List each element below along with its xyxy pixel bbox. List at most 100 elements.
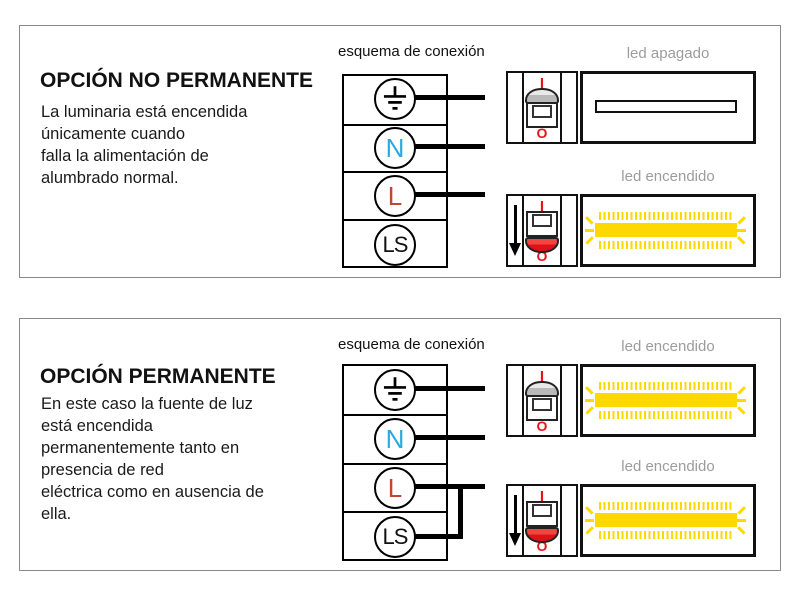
terminal-divider bbox=[344, 123, 446, 126]
led-bar-on bbox=[585, 502, 746, 539]
led-glow-rays bbox=[737, 384, 747, 418]
led-state-label: led encendido bbox=[621, 338, 715, 355]
led-glow-ticks bbox=[599, 241, 733, 249]
led-glow-rays bbox=[737, 214, 747, 248]
panel-no-permanente: OPCIÓN NO PERMANENTE La luminaria está e… bbox=[19, 25, 781, 278]
terminal-neutral: N bbox=[374, 418, 416, 460]
rocker-body bbox=[526, 102, 558, 128]
power-switch: I O bbox=[506, 364, 578, 437]
led-glow-rays bbox=[737, 504, 747, 538]
terminal-block: N L LS bbox=[342, 74, 448, 268]
switch-panel-divider bbox=[560, 73, 562, 142]
terminal-divider bbox=[344, 171, 446, 173]
terminal-divider bbox=[344, 510, 446, 513]
led-glow-ticks bbox=[599, 382, 733, 390]
switch-panel-divider bbox=[560, 366, 562, 435]
wire-earth bbox=[413, 95, 485, 100]
down-arrow-icon bbox=[509, 495, 522, 547]
panel-title: OPCIÓN NO PERMANENTE bbox=[40, 69, 314, 92]
led-luminaire bbox=[580, 484, 756, 557]
switch-panel-divider bbox=[560, 196, 562, 265]
wire-neutral bbox=[413, 435, 485, 440]
led-glow-rays bbox=[585, 384, 595, 418]
wire-neutral bbox=[413, 144, 485, 149]
wire-line bbox=[413, 484, 485, 489]
earth-ground-icon bbox=[383, 377, 407, 401]
power-switch: I O bbox=[506, 194, 578, 267]
led-glow-ticks bbox=[599, 502, 733, 510]
led-bar-on bbox=[585, 382, 746, 419]
terminal-line: L bbox=[374, 467, 416, 509]
switch-off-marking: O bbox=[536, 248, 548, 264]
panel-permanente: OPCIÓN PERMANENTE En este caso la fuente… bbox=[19, 318, 781, 571]
wire-switched-line bbox=[413, 534, 463, 539]
illustration-switch-down-led-on: led encendido I O bbox=[506, 458, 756, 557]
rocker-switch-down bbox=[525, 501, 559, 543]
schema-label: esquema de conexión bbox=[338, 43, 485, 60]
illustration-switch-up-led-on: led encendido I O bbox=[506, 338, 756, 437]
switch-on-marking: I bbox=[539, 75, 545, 92]
led-glow-rays bbox=[585, 504, 595, 538]
switch-on-marking: I bbox=[539, 488, 545, 505]
led-glow-ticks bbox=[599, 411, 733, 419]
terminal-neutral: N bbox=[374, 127, 416, 169]
power-switch: I O bbox=[506, 484, 578, 557]
switch-on-marking: I bbox=[539, 198, 545, 215]
wire-earth bbox=[413, 386, 485, 391]
terminal-earth bbox=[374, 78, 416, 120]
led-glow-ticks bbox=[599, 212, 733, 220]
rocker-body bbox=[526, 501, 558, 527]
switch-panel-divider bbox=[522, 73, 524, 142]
terminal-divider bbox=[344, 462, 446, 465]
switch-panel-divider bbox=[522, 196, 524, 265]
wire-jumper-l-ls bbox=[458, 484, 463, 539]
terminal-line-label: L bbox=[387, 181, 403, 211]
switch-off-marking: O bbox=[536, 538, 548, 554]
terminal-divider bbox=[344, 414, 446, 417]
terminal-switched-line: LS bbox=[374, 516, 416, 558]
led-state-label: led encendido bbox=[621, 458, 715, 475]
switch-on-marking: I bbox=[539, 368, 545, 385]
terminal-divider bbox=[344, 218, 446, 221]
rocker-cap bbox=[525, 237, 559, 253]
led-state-label: led encendido bbox=[621, 168, 715, 185]
led-luminaire bbox=[580, 71, 756, 144]
down-arrow-icon bbox=[509, 205, 522, 257]
terminal-switched-line: LS bbox=[374, 224, 416, 266]
power-switch: I O bbox=[506, 71, 578, 144]
led-state-label: led apagado bbox=[626, 45, 710, 62]
rocker-cap bbox=[525, 527, 559, 543]
switch-off-marking: O bbox=[536, 125, 548, 141]
led-bar-on bbox=[585, 212, 746, 249]
rocker-switch-up bbox=[525, 88, 559, 130]
terminal-line-label: L bbox=[387, 473, 403, 503]
led-luminaire bbox=[580, 194, 756, 267]
panel-description: En este caso la fuente de luz está encen… bbox=[41, 395, 264, 523]
rocker-switch-up bbox=[525, 381, 559, 423]
led-glow-rays bbox=[585, 214, 595, 248]
switch-panel-divider bbox=[522, 366, 524, 435]
rocker-body bbox=[526, 211, 558, 237]
earth-ground-icon bbox=[383, 86, 407, 110]
illustration-switch-up-led-off: led apagado I O bbox=[506, 45, 756, 144]
led-glow-ticks bbox=[599, 531, 733, 539]
terminal-neutral-label: N bbox=[385, 424, 405, 454]
led-bar-off bbox=[595, 100, 737, 113]
schema-label: esquema de conexión bbox=[338, 336, 485, 353]
switch-panel-divider bbox=[522, 486, 524, 555]
panel-title: OPCIÓN PERMANENTE bbox=[40, 365, 276, 388]
terminal-earth bbox=[374, 369, 416, 411]
terminal-line: L bbox=[374, 175, 416, 217]
terminal-neutral-label: N bbox=[385, 133, 405, 163]
terminal-ls-label: LS bbox=[382, 524, 409, 549]
rocker-switch-down bbox=[525, 211, 559, 253]
led-luminaire bbox=[580, 364, 756, 437]
rocker-body bbox=[526, 395, 558, 421]
switch-panel-divider bbox=[560, 486, 562, 555]
terminal-ls-label: LS bbox=[382, 232, 409, 257]
switch-off-marking: O bbox=[536, 418, 548, 434]
panel-description: La luminaria está encendida únicamente c… bbox=[41, 103, 248, 187]
illustration-switch-down-led-on: led encendido I O bbox=[506, 168, 756, 267]
wire-line bbox=[413, 192, 485, 197]
terminal-block: N L LS bbox=[342, 364, 448, 561]
